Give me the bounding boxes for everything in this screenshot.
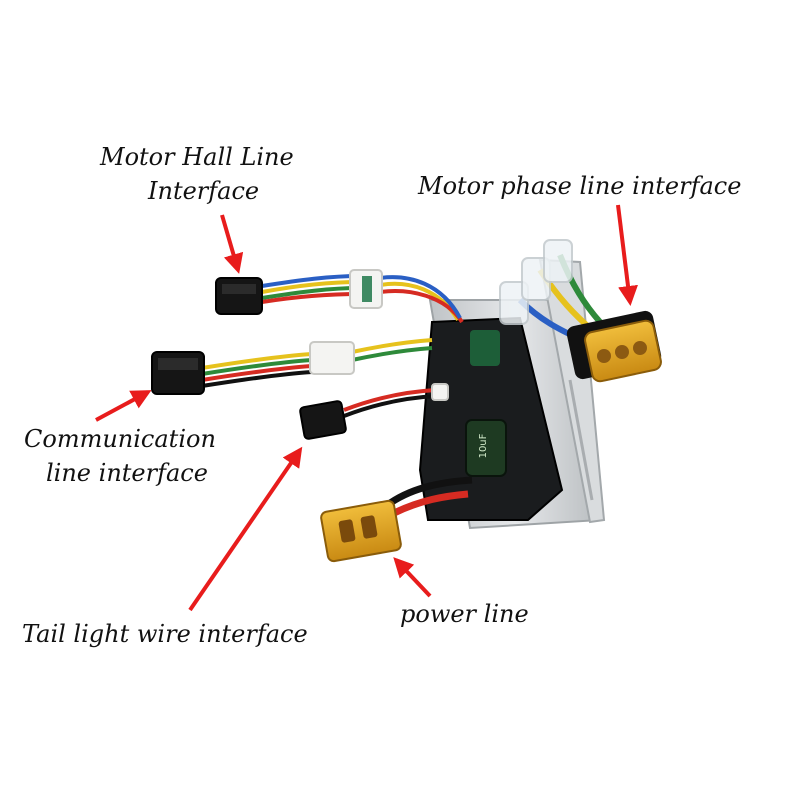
label-motor-hall-interface: Interface <box>148 177 260 205</box>
annotation-arrows <box>95 204 638 612</box>
motor-phase-connector <box>566 310 662 383</box>
arrow-hall-line <box>220 214 244 274</box>
svg-text:10uF: 10uF <box>478 433 489 458</box>
hall-sensor-wires <box>261 269 464 324</box>
arrow-communication-line <box>95 390 152 422</box>
tail-light-connector <box>299 400 347 440</box>
hall-sensor-connector <box>215 277 263 315</box>
power-line-wires <box>383 476 473 518</box>
arrow-tail-light <box>188 446 303 612</box>
arrow-phase-line <box>616 204 638 306</box>
capacitor: 10uF <box>465 419 507 477</box>
label-communication-interface: line interface <box>46 459 208 487</box>
arrow-power-line <box>393 557 432 598</box>
communication-connector <box>151 351 205 395</box>
tail-light-wires <box>343 383 449 418</box>
potted-circuit-board: 10uF <box>418 316 564 521</box>
label-motor-hall-line: Motor Hall Line <box>100 143 294 171</box>
label-communication: Communication <box>24 425 216 453</box>
communication-wires <box>201 338 433 388</box>
power-line-connector <box>320 499 402 563</box>
label-power-line: power line <box>400 600 529 628</box>
inductor-coil <box>470 330 500 366</box>
motor-phase-wires <box>499 239 603 343</box>
label-tail-light-wire: Tail light wire interface <box>22 620 308 648</box>
label-motor-phase-line: Motor phase line interface <box>418 172 742 200</box>
